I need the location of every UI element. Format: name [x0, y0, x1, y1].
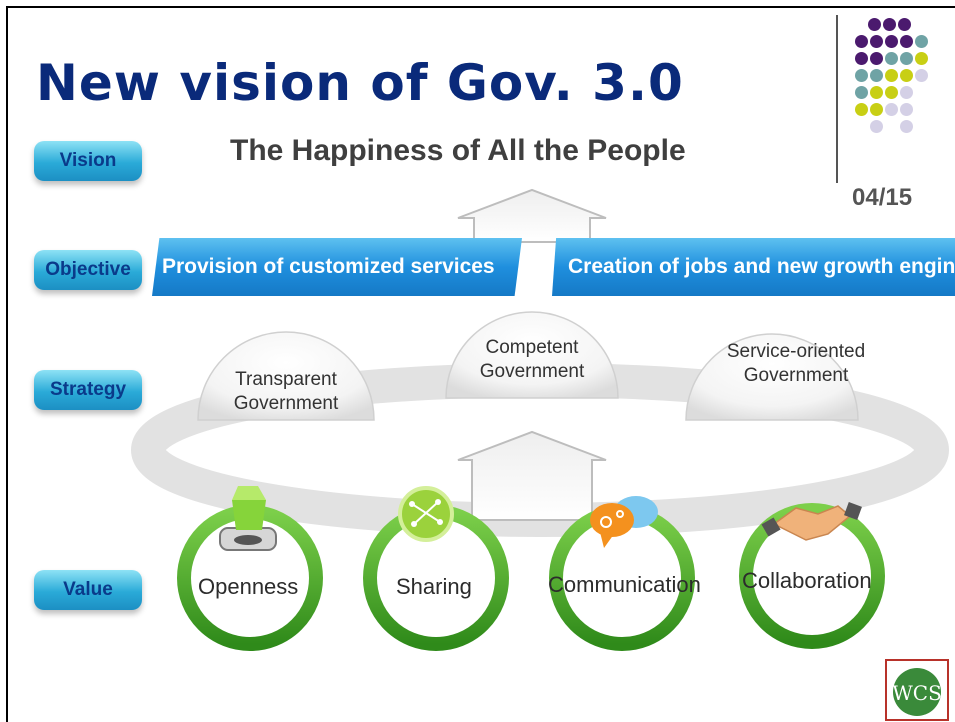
dot — [855, 86, 868, 99]
strategy-line: Government — [233, 393, 339, 414]
dot — [868, 18, 881, 31]
value-sharing: Sharing — [396, 574, 472, 599]
dot — [855, 52, 868, 65]
label-value: Value — [34, 570, 142, 610]
dot — [870, 103, 883, 116]
strategy-line: Transparent — [235, 369, 337, 390]
network-globe-icon — [398, 486, 454, 542]
handshake-icon — [761, 502, 862, 541]
dot — [915, 35, 928, 48]
dot — [855, 35, 868, 48]
svg-text:WCS: WCS — [892, 681, 942, 705]
strategy-transparent: Transparent Government — [208, 368, 364, 416]
dot — [883, 18, 896, 31]
value-collaboration: Collaboration — [742, 568, 872, 593]
folder-icon — [219, 486, 277, 551]
strategy-line: Service-oriented — [726, 341, 866, 362]
dot — [870, 35, 883, 48]
dot — [885, 69, 898, 82]
objective-banner-right: Creation of jobs and new growth engines — [552, 238, 955, 296]
value-openness: Openness — [198, 574, 299, 599]
objective-banner-left: Provision of customized services — [152, 238, 522, 296]
dot — [855, 69, 868, 82]
dome-transparent — [197, 331, 375, 421]
dot — [870, 52, 883, 65]
dot — [885, 52, 898, 65]
speech-bubble-icon — [590, 496, 658, 548]
label-vision: Vision — [34, 141, 142, 181]
objective-text: Provision of customized services — [162, 255, 495, 278]
dot — [915, 69, 928, 82]
page-number: 04/15 — [852, 184, 913, 211]
vision-statement: The Happiness of All the People — [230, 134, 686, 167]
wcs-logo-icon: WCS — [885, 659, 949, 721]
dot — [870, 69, 883, 82]
divider-line — [836, 15, 838, 183]
dot — [885, 35, 898, 48]
label-strategy: Strategy — [34, 370, 142, 410]
dot — [900, 52, 913, 65]
dot — [898, 18, 911, 31]
strategy-line: Government — [479, 361, 585, 382]
dot — [900, 35, 913, 48]
value-ring-collaboration — [739, 503, 885, 649]
strategy-service: Service-oriented Government — [696, 340, 896, 388]
dot — [885, 103, 898, 116]
dot — [870, 120, 883, 133]
dome-service — [685, 333, 859, 421]
objective-text: Creation of jobs and new growth engines — [568, 255, 955, 278]
upward-arrow-middle — [457, 430, 607, 521]
upward-arrow-top — [457, 188, 607, 243]
dome-competent — [445, 311, 619, 399]
dot — [870, 86, 883, 99]
dot — [915, 52, 928, 65]
dot — [900, 103, 913, 116]
dot — [900, 86, 913, 99]
value-communication: Communication — [548, 572, 701, 597]
dot — [855, 103, 868, 116]
strategy-competent: Competent Government — [454, 336, 610, 384]
dot — [900, 69, 913, 82]
strategy-line: Competent — [485, 337, 579, 358]
label-objective: Objective — [34, 250, 142, 290]
dot — [900, 120, 913, 133]
slide-title: New vision of Gov. 3.0 — [36, 54, 684, 112]
dot — [885, 86, 898, 99]
strategy-line: Government — [743, 365, 849, 386]
